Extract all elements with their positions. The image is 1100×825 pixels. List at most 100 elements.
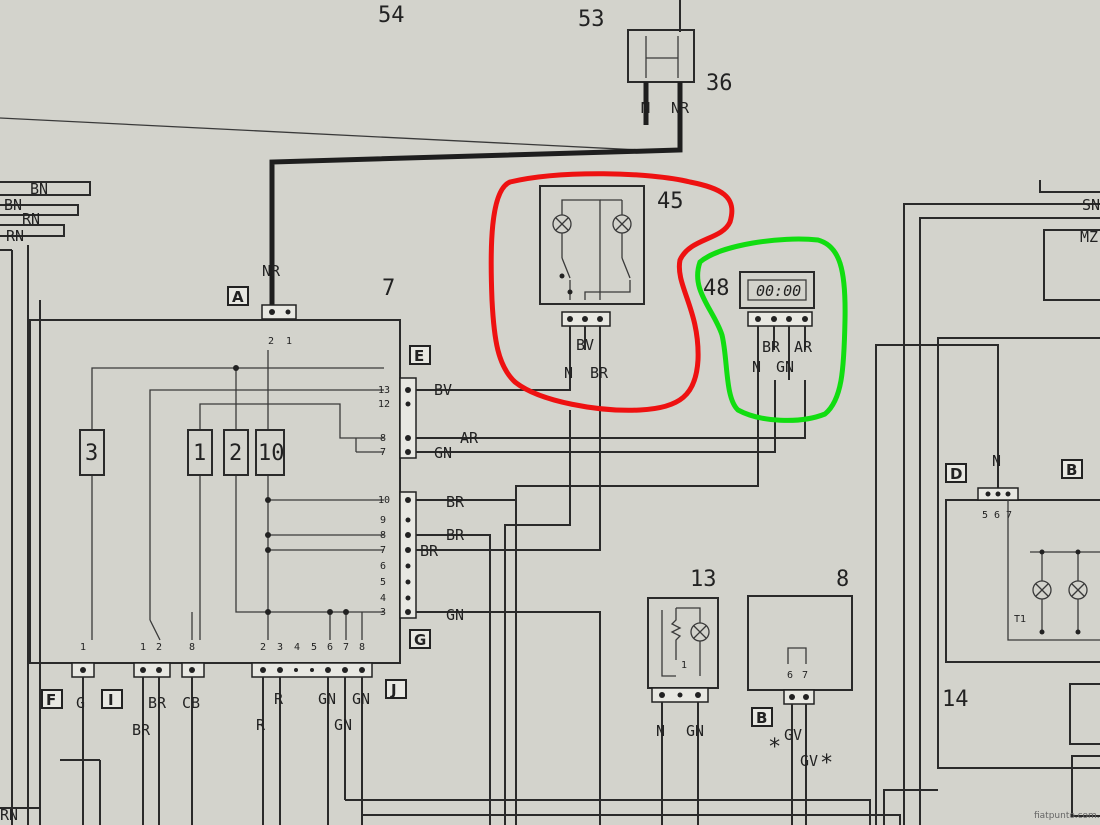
fuse-number: 3 [85,441,98,466]
pin-label: 8 [359,642,365,653]
pin-label: 6 [380,561,386,572]
component-14-number: 14 [942,687,969,712]
t1-label: T1 [1014,614,1026,625]
component-45-number: 45 [657,189,684,214]
component-48-number: 48 [703,276,730,301]
fuse-3 [79,429,105,476]
wire-label: GN [776,358,794,376]
pin-label: 4 [294,642,300,653]
pin-label: 6 [994,510,1000,521]
fuse-1 [187,429,213,476]
connector-e-tag: E [414,347,424,365]
wire-nr-main [269,125,683,305]
wire-label: BR [590,364,609,382]
component-13-number: 13 [690,567,717,592]
pin-label: 1 [140,642,146,653]
connector-a-tag: A [232,288,244,306]
pin-label: 4 [380,593,386,604]
fuse-number: 10 [258,441,285,466]
fuse-number: 2 [229,441,242,466]
wire-label: AR [794,338,813,356]
component-8: 8 6 7 B GV * GV * [747,567,853,825]
wire-label: BR [762,338,781,356]
watermark: fiatpunto.com.pl [1034,811,1100,821]
connector-b-tag: B [756,709,767,727]
wire-label: BR [420,542,439,560]
pin-label: 2 [268,336,274,347]
fuse-10 [255,429,285,476]
pin-label: 6 [327,642,333,653]
pin-label: 6 [787,670,793,681]
wire-label: BR [446,526,465,544]
highlight-component-45 [488,171,735,413]
switch-icon [621,257,631,279]
wire-label: GV [800,752,818,770]
pin-label: 9 [380,515,386,526]
pin-label: 2 [260,642,266,653]
switch-icon [561,257,571,279]
highlight-component-48 [695,236,848,423]
wire-label: BV [434,381,452,399]
wire-label: NR [262,262,281,280]
wire-label: GN [318,690,336,708]
wire-label: BN [4,196,22,214]
page-number-54: 54 [378,3,405,28]
wire-label: G [76,694,85,712]
connector-g-tag: G [414,631,426,649]
pin-label: 2 [156,642,162,653]
pin-label: 7 [802,670,808,681]
wire-label: N [992,452,1001,470]
wire-label: N [752,358,761,376]
wire-label: GN [446,606,464,624]
asterisk-mark: * [820,751,833,776]
clock-display: 00:00 [756,282,801,300]
block7-bottom-wires: G BR BR CB R R GN GN GN [60,677,901,825]
wire-label: SN [1082,196,1100,214]
fuse-2 [223,429,249,476]
wire-label: N [564,364,573,382]
section-line [0,117,641,151]
wire-label: CB [182,694,200,712]
connector-f-tag: F [46,691,56,709]
fuse-number: 1 [193,441,206,466]
block7-right-wires: BV AR GN BR BR BR GN [416,380,806,825]
pin-label: 1 [286,336,292,347]
component-48: 00:00 48 BR AR N GN [703,271,815,380]
wire-label: RN [6,227,24,245]
pin-label: 7 [1006,510,1012,521]
pin-label: 5 [380,577,386,588]
connector-d-tag: D [950,465,962,483]
wire-label: AR [460,429,479,447]
pin-label: 5 [311,642,317,653]
page-number-53: 53 [578,7,605,32]
wire-label: BR [148,694,167,712]
pin-label: 10 [378,495,390,506]
wire-label: N [656,722,665,740]
component-7: 7 NR A 2 1 [29,262,431,709]
component-45: 45 BV N BR [539,185,684,382]
component-48-frame [739,271,815,309]
wire-label: GN [334,716,352,734]
right-section: SN MZ N D B 5 6 7 T1 14 [875,180,1100,825]
left-wires: BN BN RN RN RN [0,180,91,825]
component-8-number: 8 [836,567,849,592]
connector-i-tag: I [108,691,114,709]
pin-label: 8 [189,642,195,653]
component-36: 36 M NR [627,0,733,125]
component-36-number: 36 [706,71,733,96]
wire-label: MZ [1080,228,1098,246]
pin-label: 8 [380,530,386,541]
wire-label: M [641,99,650,117]
wire-label: GV [784,726,802,744]
pin-label: 7 [380,545,386,556]
connector-b2-tag: B [1066,461,1077,479]
pin-label: 13 [378,385,390,396]
wire-label: R [256,716,266,734]
wire-label: RN [22,210,40,228]
pin-label: 12 [378,399,390,410]
pin-label: 7 [380,447,386,458]
pin-label: 5 [982,510,988,521]
